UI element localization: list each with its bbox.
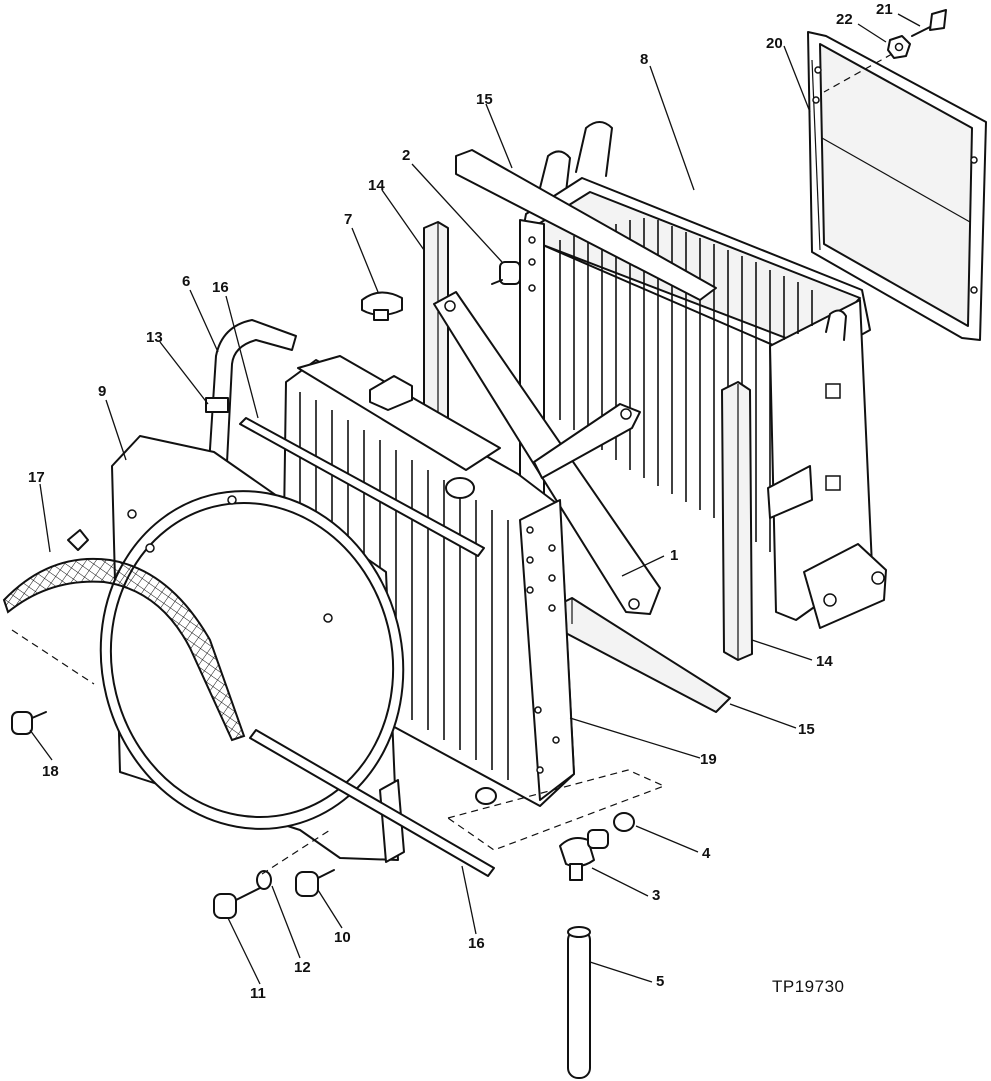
- drain-hose: [567, 926, 591, 1079]
- callout-1: 1: [670, 547, 678, 564]
- support-bracket-upper: [533, 403, 641, 479]
- callout-17: 17: [28, 469, 45, 486]
- bolt-10: [295, 869, 335, 897]
- callout-16-lower: 16: [468, 935, 485, 952]
- fitting: [491, 261, 521, 285]
- callout-18: 18: [42, 763, 59, 780]
- callout-10: 10: [334, 929, 351, 946]
- grille-screen: [2, 529, 246, 742]
- bolt-18: [11, 711, 47, 735]
- hose-clamp: [205, 397, 229, 413]
- wing-bolt: [911, 9, 947, 37]
- callout-4: 4: [702, 845, 711, 862]
- callout-3: 3: [652, 887, 660, 904]
- callout-13: 13: [146, 329, 163, 346]
- fan-shroud: [99, 435, 405, 863]
- callout-15-upper: 15: [476, 91, 493, 108]
- lower-tie-rod: [249, 729, 495, 877]
- lower-cross-bar: [559, 597, 731, 713]
- nut: [887, 35, 911, 59]
- callout-8: 8: [640, 51, 648, 68]
- callout-22: 22: [836, 11, 853, 28]
- upper-tie-rod: [239, 417, 485, 557]
- callout-6: 6: [182, 273, 190, 290]
- callout-2: 2: [402, 147, 410, 164]
- screen-bolt-path: [823, 53, 893, 93]
- callout-5: 5: [656, 973, 664, 990]
- callout-9: 9: [98, 383, 106, 400]
- callout-20: 20: [766, 35, 783, 52]
- figure-reference-code: TP19730: [772, 977, 845, 996]
- leader-lines: [29, 13, 921, 985]
- upper-cross-bar: [455, 149, 717, 301]
- callout-21: 21: [876, 1, 893, 18]
- callout-19: 19: [700, 751, 717, 768]
- callout-11: 11: [250, 985, 266, 1002]
- drain-elbow: [559, 829, 609, 881]
- drain-fitting-path: [447, 769, 666, 851]
- grille-bolt-path: [11, 629, 95, 685]
- callout-labels: 1 2 3 4 5 6 7 8 9 10 11 12 13 14 14 15 1…: [28, 1, 893, 1002]
- bolt-11: [213, 887, 261, 919]
- radiator-cap: [361, 291, 403, 321]
- callout-14-upper: 14: [368, 177, 385, 194]
- left-vertical-post: [423, 221, 449, 437]
- callout-15-lower: 15: [798, 721, 815, 738]
- shroud-bolt-path: [261, 829, 331, 875]
- washer: [256, 870, 272, 890]
- screen-frame: [807, 31, 987, 341]
- callout-16-upper: 16: [212, 279, 229, 296]
- callout-14-lower: 14: [816, 653, 833, 670]
- right-vertical-post: [721, 381, 753, 661]
- drain-plug: [613, 812, 635, 832]
- callout-7: 7: [344, 211, 352, 228]
- callout-12: 12: [294, 959, 311, 976]
